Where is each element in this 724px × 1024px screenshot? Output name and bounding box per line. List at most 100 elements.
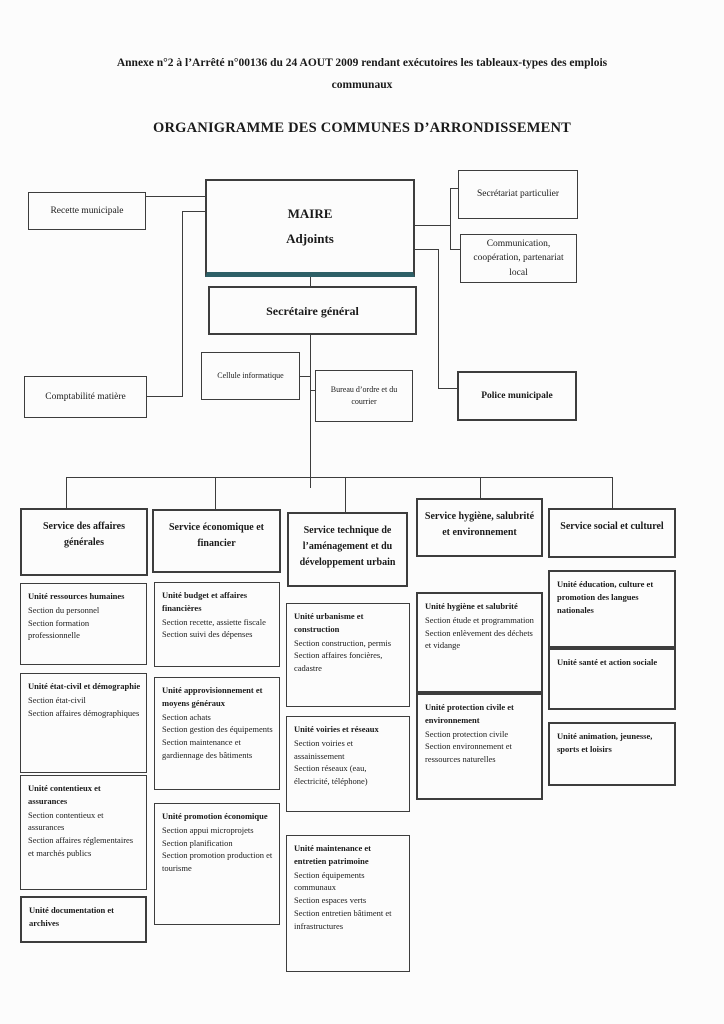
unit-title: Unité documentation et archives: [29, 905, 114, 928]
section-label: Section enlèvement des déchets et vidang…: [425, 627, 533, 651]
connector-right-vertical-upper: [450, 188, 451, 250]
service-header-affaires-generales: Service des affaires générales: [20, 508, 148, 576]
connector-maire-right-tick: [415, 225, 450, 226]
unit-title: Unité éducation, culture et promotion de…: [557, 579, 654, 615]
page-title: ORGANIGRAMME DES COMMUNES D’ARRONDISSEME…: [152, 120, 572, 136]
section-label: Section équipements communaux: [294, 869, 365, 893]
unit-box-ressources-humaines: Unité ressources humaines Section du per…: [20, 583, 147, 665]
unit-box-documentation-archives: Unité documentation et archives: [20, 896, 147, 943]
annexe-title: Annexe n°2 à l’Arrêté n°00136 du 24 AOUT…: [116, 57, 608, 91]
section-label: Section entretien bâtiment et infrastruc…: [294, 907, 392, 931]
section-label: Section recette, assiette fiscale: [162, 616, 266, 627]
box-communication: Communication, coopération, partenariat …: [460, 234, 577, 283]
unit-title: Unité contentieux et assurances: [28, 783, 101, 806]
unit-title: Unité approvisionnement et moyens généra…: [162, 685, 263, 708]
service-header-economique-financier: Service économique et financier: [152, 509, 281, 573]
connector-drop-service2: [215, 477, 216, 509]
section-label: Section voiries et assainissement: [294, 737, 354, 761]
unit-box-etat-civil: Unité état-civil et démographie Section …: [20, 673, 147, 773]
unit-box-maintenance-patrimoine: Unité maintenance et entretien patrimoin…: [286, 835, 410, 972]
box-recette-municipale: Recette municipale: [28, 192, 146, 230]
adjoints-label: Adjoints: [286, 230, 334, 246]
connector-maire-secgen: [310, 277, 311, 286]
unit-box-contentieux-assurances: Unité contentieux et assurances Section …: [20, 775, 147, 890]
section-label: Section promotion production et tourisme: [162, 850, 273, 873]
section-label: Section réseaux (eau, électricité, télép…: [294, 763, 368, 786]
section-label: Section espaces verts: [294, 895, 367, 905]
maire-label: MAIRE: [287, 205, 333, 221]
unit-box-sante-action-sociale: Unité santé et action sociale: [548, 648, 676, 710]
box-comptabilite-matiere: Comptabilité matière: [24, 376, 147, 418]
unit-title: Unité urbanisme et construction: [294, 611, 364, 634]
connector-drop-service1: [66, 477, 67, 508]
connector-secretariat-tick: [450, 188, 458, 189]
box-secretariat-particulier: Secrétariat particulier: [458, 170, 578, 219]
unit-box-approvisionnement-moyens: Unité approvisionnement et moyens généra…: [154, 677, 280, 790]
connector-bureau-tick: [310, 390, 315, 391]
section-label: Section du personnel: [28, 604, 100, 615]
connector-rail: [66, 477, 612, 478]
unit-box-education-culture: Unité éducation, culture et promotion de…: [548, 570, 676, 648]
connector-maire-left-tick: [182, 211, 205, 212]
unit-box-budget-affaires-financieres: Unité budget et affaires financières Sec…: [154, 582, 280, 667]
unit-title: Unité protection civile et environnement: [425, 702, 514, 725]
connector-drop-service5: [612, 477, 613, 508]
unit-box-hygiene-salubrite: Unité hygiène et salubrité Section étude…: [416, 592, 543, 693]
connector-police-tick: [438, 388, 457, 389]
connector-drop-service3: [345, 477, 346, 512]
connector-drop-service4: [480, 477, 481, 498]
section-label: Section gestion des équipements: [162, 724, 273, 735]
unit-box-animation-jeunesse: Unité animation, jeunesse, sports et loi…: [548, 722, 676, 786]
section-label: Section formation professionnelle: [28, 617, 90, 641]
box-cellule-informatique: Cellule informatique: [201, 352, 300, 400]
section-label: Section affaires démographiques: [28, 707, 140, 718]
box-maire: MAIRE Adjoints: [205, 179, 415, 277]
box-secretaire-general: Secrétaire général: [208, 286, 417, 335]
box-bureau-ordre: Bureau d’ordre et du courrier: [315, 370, 413, 422]
section-label: Section protection civile: [425, 728, 509, 739]
unit-title: Unité promotion économique: [162, 811, 268, 821]
unit-box-promotion-economique: Unité promotion économique Section appui…: [154, 803, 280, 925]
service-header-hygiene-salubrite: Service hygiène, salubrité et environnem…: [416, 498, 543, 557]
section-label: Section appui microprojets: [162, 824, 254, 835]
unit-box-voiries-reseaux: Unité voiries et réseaux Section voiries…: [286, 716, 410, 812]
unit-box-protection-civile: Unité protection civile et environnement…: [416, 693, 543, 800]
section-label: Section maintenance et gardiennage des b…: [162, 737, 253, 760]
unit-title: Unité santé et action sociale: [557, 657, 658, 667]
section-label: Section affaires réglementaires et march…: [28, 835, 134, 858]
connector-maire-right-tick2: [415, 249, 438, 250]
unit-title: Unité animation, jeunesse, sports et loi…: [557, 731, 653, 754]
unit-title: Unité état-civil et démographie: [28, 681, 141, 691]
connector-comptabilite: [147, 396, 182, 397]
service-header-social-culturel: Service social et culturel: [548, 508, 676, 558]
connector-communication-tick: [450, 249, 460, 250]
connector-left-vertical: [182, 211, 183, 397]
unit-title: Unité hygiène et salubrité: [425, 601, 518, 611]
unit-box-urbanisme-construction: Unité urbanisme et construction Section …: [286, 603, 410, 707]
connector-recette-maire: [146, 196, 205, 197]
section-label: Section construction, permis: [294, 637, 392, 648]
section-label: Section planification: [162, 837, 233, 848]
unit-title: Unité maintenance et entretien patrimoin…: [294, 843, 371, 866]
connector-secgen-down: [310, 335, 311, 488]
service-header-technique-amenagement: Service technique de l’aménagement et du…: [287, 512, 408, 587]
section-label: Section contentieux et assurances: [28, 809, 104, 833]
section-label: Section environnement et ressources natu…: [425, 741, 512, 764]
section-label: Section achats: [162, 711, 211, 722]
section-label: Section affaires foncières, cadastre: [294, 650, 383, 673]
unit-title: Unité budget et affaires financières: [162, 590, 248, 613]
box-police-municipale: Police municipale: [457, 371, 577, 421]
section-label: Section suivi des dépenses: [162, 629, 253, 640]
connector-right-vertical-lower: [438, 249, 439, 389]
